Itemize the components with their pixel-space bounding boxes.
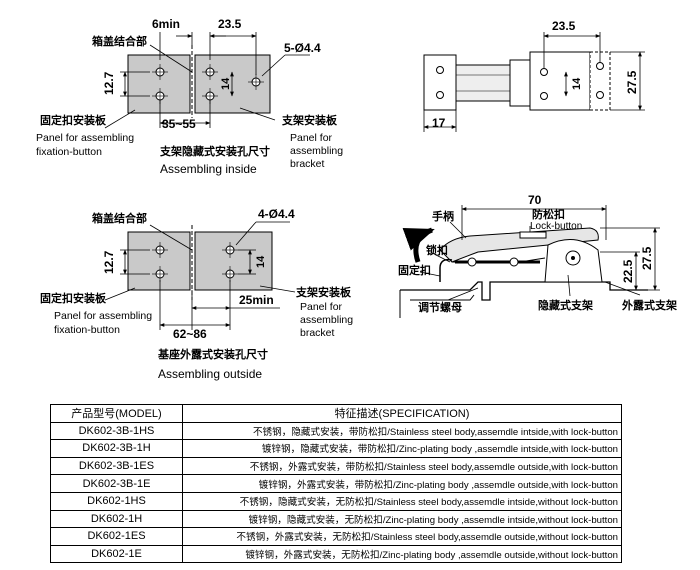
dim-6min: 6min (152, 17, 180, 31)
bracket-panel-label-en-3: bracket (290, 158, 325, 170)
model-cell: DK602-3B-1H (50, 439, 183, 458)
model-cell: DK602-3B-1ES (50, 456, 183, 476)
outside-caption-en: Assembling outside (158, 367, 262, 381)
spec-cell: 镀锌钢，隐藏式安装，带防松扣/Zinc-plating body ,assemd… (182, 439, 622, 458)
dim-hole-spec-outside: 4-Ø4.4 (258, 207, 295, 221)
handle-label: 手柄 (432, 209, 454, 223)
dim-14: 14 (220, 77, 232, 90)
fixation-panel-label-cn-outside: 固定扣安装板 (40, 291, 107, 305)
bracket-panel-label-cn: 支架安装板 (281, 113, 338, 127)
model-cell: DK602-1E (50, 544, 183, 564)
bracket-panel-label-cn-outside: 支架安装板 (295, 285, 352, 299)
inside-caption-en: Assembling inside (160, 162, 257, 176)
fixation-panel-label-en-2-outside: fixation-button (54, 324, 120, 336)
dim-62-86: 62~86 (173, 327, 207, 341)
spec-cell: 不锈钢，隐藏式安装，带防松扣/Stainless steel body,asse… (182, 421, 622, 441)
inside-caption-cn: 支架隐藏式安装孔尺寸 (159, 144, 270, 158)
lock-button-label-cn: 防松扣 (532, 207, 565, 221)
outside-caption-cn: 基座外露式安装孔尺寸 (157, 347, 268, 361)
bracket-panel-label-en-1: Panel for (290, 132, 333, 144)
fixation-panel-label-cn: 固定扣安装板 (40, 113, 107, 127)
dim-25min: 25min (239, 293, 274, 307)
fixation-label: 固定扣 (398, 263, 431, 277)
top-dim-17: 17 (432, 116, 446, 130)
spec-cell: 不锈钢，隐藏式安装，无防松扣/Stainless steel body,asse… (182, 491, 622, 511)
top-dim-14: 14 (571, 77, 583, 90)
model-cell: DK602-1H (50, 509, 183, 529)
bracket-panel-label-en-1-outside: Panel for (300, 301, 343, 313)
table-header-row: 产品型号(MODEL) 特征描述(SPECIFICATION) (50, 404, 622, 423)
latch-side-view: 70 22.5 27.5 手柄 锁扣 固定扣 调节螺母 防松扣 Lock-but… (398, 193, 677, 318)
spec-cell: 不锈钢，外露式安装，带防松扣/Stainless steel body,asse… (182, 456, 622, 476)
dim-hole-spec: 5-Ø4.4 (284, 41, 321, 55)
bracket-panel-plate-outside (194, 231, 273, 291)
side-dim-27-5: 27.5 (640, 246, 654, 270)
bracket-panel-label-en-2-outside: assembling (300, 314, 353, 326)
technical-drawings: 箱盖结合部 6min 23.5 5-Ø4.4 12.7 14 35~55 固定扣… (36, 17, 677, 381)
bracket-panel-label-en-2: assembling (290, 145, 343, 157)
spec-cell: 镀锌钢，隐藏式安装，无防松扣/Zinc-plating body ,assemd… (182, 509, 622, 529)
header-model: 产品型号(MODEL) (50, 404, 183, 423)
model-cell: DK602-3B-1HS (50, 421, 183, 441)
dim-14-outside: 14 (255, 255, 267, 268)
model-spec-table: 产品型号(MODEL) 特征描述(SPECIFICATION) DK602-3B… (50, 404, 622, 564)
header-spec: 特征描述(SPECIFICATION) (182, 404, 622, 423)
box-joint-label: 箱盖结合部 (92, 34, 147, 48)
latch-top-view: 23.5 14 27.5 17 (423, 19, 645, 132)
lock-button-label-en: Lock-button (530, 221, 582, 232)
fixation-panel-plate-outside (127, 231, 191, 291)
fixation-panel-label-en-1: Panel for assembling (36, 132, 134, 144)
side-dim-70: 70 (528, 193, 542, 207)
side-dim-22-5: 22.5 (621, 259, 635, 283)
fixation-panel-label-en-1-outside: Panel for assembling (54, 310, 152, 322)
dim-35-55: 35~55 (162, 117, 196, 131)
exposed-bracket-label: 外露式支架 (621, 298, 677, 312)
top-dim-27-5: 27.5 (625, 70, 639, 94)
dim-23-5: 23.5 (218, 17, 242, 31)
dim-12-7-outside: 12.7 (102, 250, 116, 274)
adjust-nut-label: 调节螺母 (418, 300, 462, 314)
spec-cell: 镀锌钢，外露式安装，无防松扣/Zinc-plating body ,assemd… (182, 544, 622, 564)
fixation-panel-label-en-2: fixation-button (36, 146, 102, 158)
spec-cell: 不锈钢，外露式安装，无防松扣/Stainless steel body,asse… (182, 527, 622, 546)
lock-label: 锁扣 (426, 243, 448, 257)
fixation-panel-plate (127, 54, 191, 114)
outside-mounting-view: 箱盖结合部 4-Ø4.4 12.7 14 25min 62~86 固定扣安装板 … (40, 207, 353, 381)
dim-12-7: 12.7 (102, 71, 116, 95)
bracket-panel-label-en-3-outside: bracket (300, 327, 335, 339)
model-cell: DK602-1ES (50, 527, 183, 546)
model-cell: DK602-1HS (50, 491, 183, 511)
hidden-bracket-label: 隐藏式支架 (538, 298, 593, 312)
inside-mounting-view: 箱盖结合部 6min 23.5 5-Ø4.4 12.7 14 35~55 固定扣… (36, 17, 343, 176)
spec-cell: 镀锌钢，外露式安装，带防松扣/Zinc-plating body ,assemd… (182, 474, 622, 493)
top-dim-23-5: 23.5 (552, 19, 576, 33)
box-joint-label-outside: 箱盖结合部 (92, 211, 147, 225)
model-cell: DK602-3B-1E (50, 474, 183, 493)
